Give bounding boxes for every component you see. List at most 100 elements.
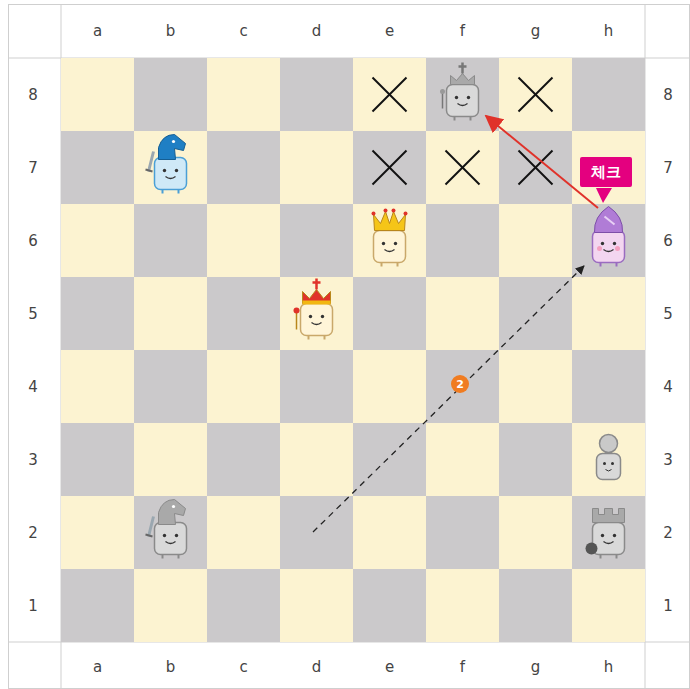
coordinate-label: 2 [663, 524, 673, 542]
square [426, 423, 499, 496]
square [572, 569, 645, 642]
square [61, 204, 134, 277]
coordinate-label: 7 [663, 159, 673, 177]
coordinate-label: 6 [28, 232, 38, 250]
square [61, 569, 134, 642]
square [134, 423, 207, 496]
square [499, 204, 572, 277]
square [426, 496, 499, 569]
coordinate-label: h [604, 658, 614, 676]
check-callout: 체크 [580, 157, 632, 187]
white-queen [372, 209, 408, 267]
white-king [294, 279, 333, 340]
square [61, 277, 134, 350]
square [207, 58, 280, 131]
coordinate-label: 3 [28, 451, 38, 469]
gray-rook [586, 509, 625, 559]
square [207, 496, 280, 569]
coordinate-label: g [531, 22, 541, 40]
callout-number: 2 [451, 375, 469, 393]
square [353, 423, 426, 496]
square [61, 496, 134, 569]
coordinate-label: 8 [28, 86, 38, 104]
coordinate-label: c [239, 658, 247, 676]
coordinate-label: 2 [28, 524, 38, 542]
square [280, 58, 353, 131]
x-marks [373, 78, 553, 185]
square [353, 58, 426, 131]
square [572, 350, 645, 423]
square [280, 569, 353, 642]
coordinate-label: c [239, 22, 247, 40]
square [353, 204, 426, 277]
square [207, 569, 280, 642]
square [207, 131, 280, 204]
square [134, 58, 207, 131]
square [353, 131, 426, 204]
coordinate-label: a [93, 658, 102, 676]
square [499, 58, 572, 131]
square [353, 350, 426, 423]
square [134, 204, 207, 277]
coordinate-label: h [604, 22, 614, 40]
square [61, 350, 134, 423]
square [572, 131, 645, 204]
square [426, 204, 499, 277]
coordinate-label: g [531, 658, 541, 676]
coordinate-label: 7 [28, 159, 38, 177]
square [280, 277, 353, 350]
square [61, 131, 134, 204]
coordinate-label: f [460, 658, 465, 676]
square [499, 496, 572, 569]
square [134, 277, 207, 350]
square [572, 204, 645, 277]
square [280, 496, 353, 569]
coordinate-label: 6 [663, 232, 673, 250]
square [499, 423, 572, 496]
coordinate-label: 4 [663, 378, 673, 396]
square [353, 569, 426, 642]
square [572, 277, 645, 350]
gray-pawn [597, 435, 621, 480]
square [207, 277, 280, 350]
square [134, 131, 207, 204]
callout-number-text: 2 [456, 379, 464, 390]
callout-tail [596, 188, 612, 203]
square [572, 58, 645, 131]
coordinate-label: 1 [28, 597, 38, 615]
board-squares [61, 58, 645, 642]
move-arrow [313, 266, 584, 532]
coordinate-label: d [312, 658, 322, 676]
purple-bishop [593, 207, 625, 267]
square [499, 350, 572, 423]
square [572, 423, 645, 496]
gray-king [440, 63, 479, 121]
square [353, 496, 426, 569]
coordinate-label: f [460, 22, 465, 40]
gray-knight [146, 500, 187, 559]
square [207, 204, 280, 277]
coordinate-label: 1 [663, 597, 673, 615]
coordinate-label: b [166, 658, 176, 676]
coordinate-label: 5 [663, 305, 673, 323]
square [426, 131, 499, 204]
square [572, 496, 645, 569]
square [280, 131, 353, 204]
blue-knight [146, 135, 187, 194]
square [353, 277, 426, 350]
coordinate-label: e [385, 22, 394, 40]
coordinate-label: a [93, 22, 102, 40]
square [134, 569, 207, 642]
square [207, 350, 280, 423]
callout-text: 체크 [591, 163, 621, 181]
coordinate-label: d [312, 22, 322, 40]
square [61, 423, 134, 496]
frame-lines [8, 4, 690, 689]
coordinate-label: 4 [28, 378, 38, 396]
square [280, 350, 353, 423]
square [499, 131, 572, 204]
coordinate-label: 8 [663, 86, 673, 104]
square [134, 496, 207, 569]
coordinate-label: 3 [663, 451, 673, 469]
